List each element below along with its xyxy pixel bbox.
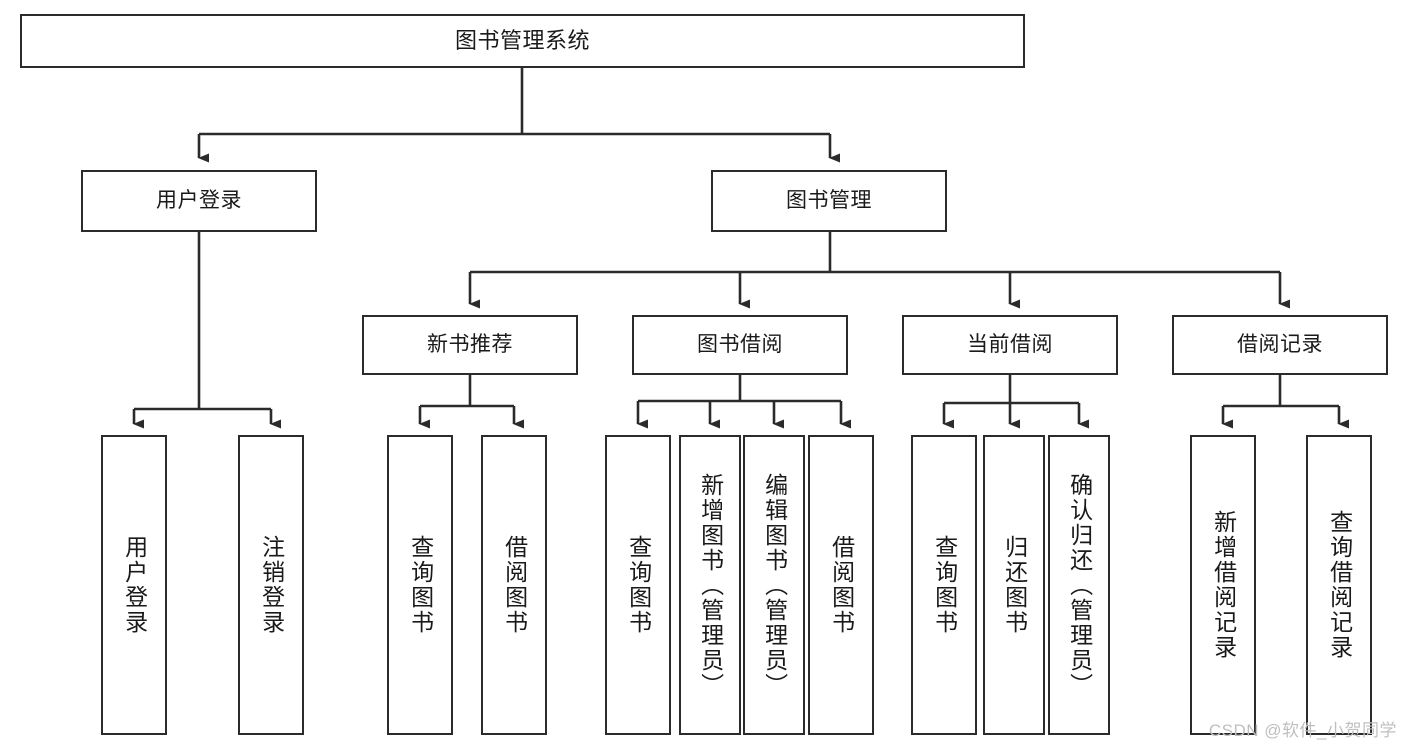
leaf-add-borrow-record[interactable]: 新增借阅记录 [1190,435,1256,735]
node-label: 查询图书 [407,535,434,635]
node-label: 当前借阅 [967,333,1053,357]
node-label: 编辑图书（管理员） [761,472,788,698]
node-label: 借阅图书 [828,535,855,635]
node-current-borrow[interactable]: 当前借阅 [902,315,1118,375]
leaf-user-logout[interactable]: 注销登录 [238,435,304,735]
node-label: 注销登录 [258,535,285,635]
node-root-system[interactable]: 图书管理系统 [20,14,1025,68]
node-label: 图书管理系统 [454,27,590,53]
leaf-query-book-recommend[interactable]: 查询图书 [387,435,453,735]
node-label: 图书管理 [786,189,872,213]
node-label: 新增图书（管理员） [697,472,724,698]
node-borrow-record[interactable]: 借阅记录 [1172,315,1388,375]
leaf-return-book[interactable]: 归还图书 [983,435,1045,735]
node-user-login[interactable]: 用户登录 [81,170,317,232]
leaf-query-borrow-record[interactable]: 查询借阅记录 [1306,435,1372,735]
node-label: 借阅图书 [501,535,528,635]
node-new-book-recommend[interactable]: 新书推荐 [362,315,578,375]
node-label: 查询图书 [931,535,958,635]
node-label: 图书借阅 [697,333,783,357]
leaf-borrow-book-recommend[interactable]: 借阅图书 [481,435,547,735]
node-book-borrow[interactable]: 图书借阅 [632,315,848,375]
watermark-text: CSDN @软件_小贺同学 [1208,721,1397,740]
node-label: 新书推荐 [427,333,513,357]
node-label: 借阅记录 [1237,333,1323,357]
node-label: 新增借阅记录 [1210,510,1237,660]
node-label: 归还图书 [1001,535,1028,635]
node-label: 用户登录 [156,189,242,213]
node-label: 确认归还（管理员） [1066,472,1093,698]
node-label: 查询借阅记录 [1326,510,1353,660]
leaf-confirm-return-admin[interactable]: 确认归还（管理员） [1048,435,1110,735]
node-label: 用户登录 [121,535,148,635]
leaf-query-book-current[interactable]: 查询图书 [911,435,977,735]
leaf-borrow-book[interactable]: 借阅图书 [808,435,874,735]
node-label: 查询图书 [625,535,652,635]
leaf-add-book-admin[interactable]: 新增图书（管理员） [679,435,741,735]
node-book-management[interactable]: 图书管理 [711,170,947,232]
leaf-query-book-borrow[interactable]: 查询图书 [605,435,671,735]
leaf-edit-book-admin[interactable]: 编辑图书（管理员） [743,435,805,735]
leaf-user-login[interactable]: 用户登录 [101,435,167,735]
